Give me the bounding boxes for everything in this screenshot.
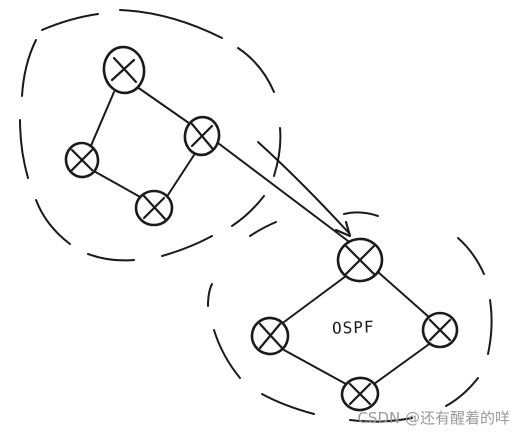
link-r2-r5: [213, 139, 353, 245]
link-r5-r6: [283, 275, 347, 323]
link-r7-r8: [373, 341, 433, 385]
x-mark-icon: [428, 318, 452, 342]
router-r3: [64, 141, 100, 179]
router-r6: [250, 316, 290, 356]
csdn-watermark: CSDN @还有醒着的咩: [357, 409, 510, 427]
link-r1-r3: [89, 91, 115, 149]
group-arrow: [257, 141, 352, 238]
upper-region-boundary: [19, 9, 282, 262]
link-r4-r2: [165, 151, 197, 199]
router-r2: [183, 115, 221, 157]
link-r3-r4: [91, 169, 143, 199]
link-r5-r7: [377, 271, 431, 319]
router-r1: [102, 45, 146, 95]
x-mark-icon: [344, 244, 376, 276]
link-r1-r2: [129, 81, 197, 129]
network-links: [89, 81, 433, 385]
x-mark-icon: [110, 56, 138, 84]
link-r6-r8: [283, 349, 347, 385]
x-mark-icon: [258, 322, 284, 350]
router-r4: [134, 189, 174, 227]
router-r8: [340, 376, 380, 412]
x-mark-icon: [70, 148, 94, 172]
router-r5: [336, 237, 384, 283]
router-r7: [421, 311, 459, 349]
x-mark-icon: [190, 122, 214, 150]
lower-region-boundary: [207, 211, 493, 423]
x-mark-icon: [142, 194, 168, 222]
x-mark-icon: [348, 382, 372, 406]
ospf-area-label: OSPF: [331, 317, 375, 338]
